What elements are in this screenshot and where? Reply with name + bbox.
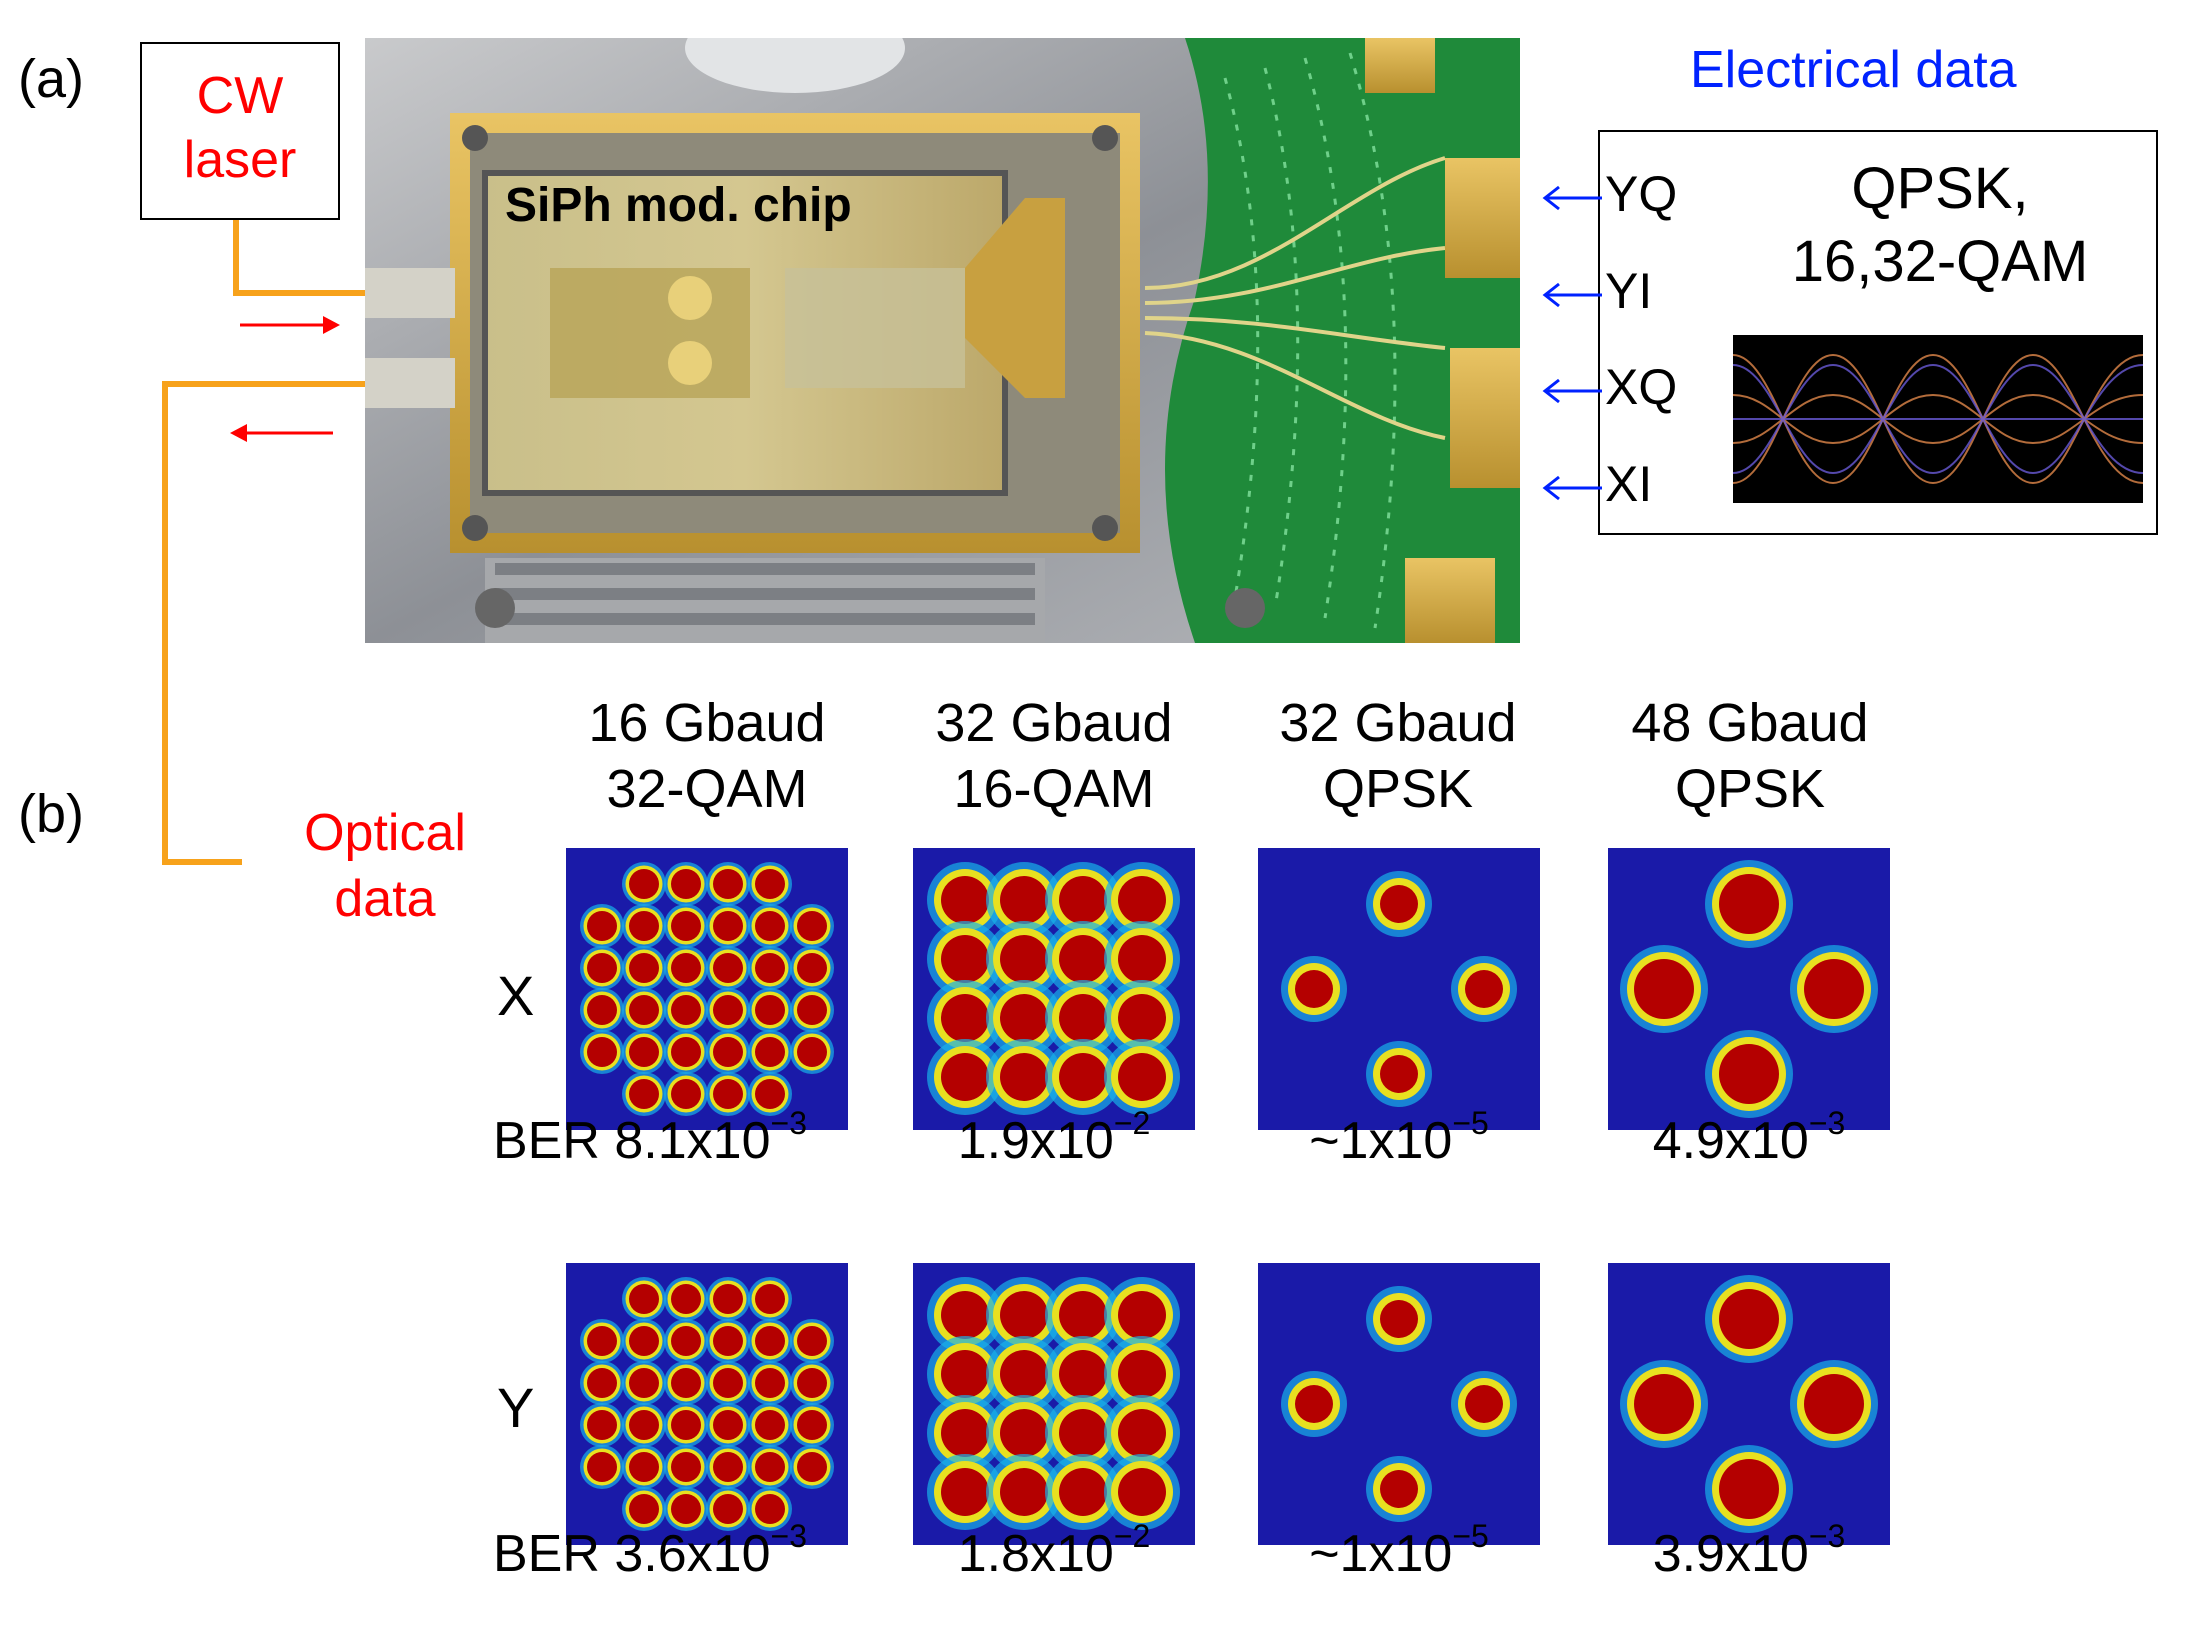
column-header-line1: 16 Gbaud xyxy=(588,693,826,753)
fiber-out-bottom xyxy=(162,859,242,865)
column-header-line1: 32 Gbaud xyxy=(935,693,1173,753)
modulator-package-photo: SiPh mod. chip xyxy=(365,38,1520,643)
signal-label-yq: YQ xyxy=(1605,166,1678,222)
panel-a-label: (a) xyxy=(18,49,84,109)
ber-exponent: −3 xyxy=(770,1518,807,1554)
constellation-x-3 xyxy=(1608,848,1890,1130)
ber-exponent: −2 xyxy=(1113,1105,1151,1141)
ber-value: BER 8.1x10−3 xyxy=(493,1105,807,1171)
constellation-y-1 xyxy=(913,1263,1195,1545)
row-label-x: X xyxy=(497,964,535,1027)
ber-prefix: BER 8.1x10 xyxy=(493,1112,771,1170)
column-header-line1: 48 Gbaud xyxy=(1631,693,1869,753)
electrical-data-title: Electrical data xyxy=(1690,41,2017,99)
laser-line2: laser xyxy=(183,131,297,189)
ber-prefix: 4.9x10 xyxy=(1652,1112,1809,1170)
ber-prefix: ~1x10 xyxy=(1309,1525,1453,1583)
ber-prefix: BER 3.6x10 xyxy=(493,1525,771,1583)
ber-prefix: 1.8x10 xyxy=(957,1525,1114,1583)
ber-value: 4.9x10−3 xyxy=(1619,1105,1879,1171)
ber-exponent: −2 xyxy=(1113,1518,1151,1554)
ber-prefix: 1.9x10 xyxy=(957,1112,1114,1170)
ber-exponent: −5 xyxy=(1452,1105,1489,1141)
signal-label-xq: XQ xyxy=(1605,359,1678,415)
ber-exponent: −5 xyxy=(1452,1518,1489,1554)
signal-label-yi: YI xyxy=(1605,263,1653,319)
cw-laser-box: CW laser xyxy=(140,42,340,220)
ber-value: 1.9x10−2 xyxy=(924,1105,1184,1171)
fiber-in-horizontal xyxy=(233,290,368,296)
column-header-line2: QPSK xyxy=(1674,759,1826,819)
constellation-x-0 xyxy=(566,848,848,1130)
input-arrow-icon xyxy=(240,316,340,334)
ber-value: 1.8x10−2 xyxy=(924,1518,1184,1584)
optical-data-label: Optical data xyxy=(270,800,500,932)
column-header-line2: 32-QAM xyxy=(606,759,808,819)
row-label-y: Y xyxy=(497,1376,535,1439)
signal-arrow-icon xyxy=(1542,378,1602,404)
fiber-out-horizontal xyxy=(162,381,368,387)
signal-arrow-icon xyxy=(1542,475,1602,501)
format-line2: 16,32-QAM xyxy=(1791,229,2089,294)
fiber-in-vertical xyxy=(233,220,239,295)
ber-value: ~1x10−5 xyxy=(1269,1105,1529,1171)
ber-value: 3.9x10−3 xyxy=(1619,1518,1879,1584)
ber-prefix: 3.9x10 xyxy=(1652,1525,1809,1583)
constellation-y-3 xyxy=(1608,1263,1890,1545)
ber-exponent: −3 xyxy=(1808,1105,1846,1141)
fiber-out-vertical xyxy=(162,381,168,865)
constellation-x-1 xyxy=(913,848,1195,1130)
signal-arrow-icon xyxy=(1542,185,1602,211)
column-header-line2: QPSK xyxy=(1322,759,1474,819)
laser-line1: CW xyxy=(196,67,284,125)
eye-diagram xyxy=(1732,335,2144,503)
format-line1: QPSK, xyxy=(1851,156,2029,221)
chip-label: SiPh mod. chip xyxy=(505,179,852,232)
ber-value: ~1x10−5 xyxy=(1269,1518,1529,1584)
ber-prefix: ~1x10 xyxy=(1309,1112,1453,1170)
column-header-line2: 16-QAM xyxy=(953,759,1155,819)
ber-value: BER 3.6x10−3 xyxy=(493,1518,807,1584)
constellation-y-2 xyxy=(1258,1263,1540,1545)
signal-arrow-icon xyxy=(1542,282,1602,308)
optical-line1: Optical xyxy=(304,804,466,862)
column-header-line1: 32 Gbaud xyxy=(1279,693,1517,753)
constellation-y-0 xyxy=(566,1263,848,1545)
constellation-x-2 xyxy=(1258,848,1540,1130)
panel-b-label: (b) xyxy=(18,784,84,844)
output-arrow-icon xyxy=(230,424,333,442)
electrical-data-box xyxy=(1598,130,2158,535)
ber-exponent: −3 xyxy=(1808,1518,1846,1554)
signal-label-xi: XI xyxy=(1605,456,1653,512)
ber-exponent: −3 xyxy=(770,1105,807,1141)
optical-line2: data xyxy=(334,870,436,928)
